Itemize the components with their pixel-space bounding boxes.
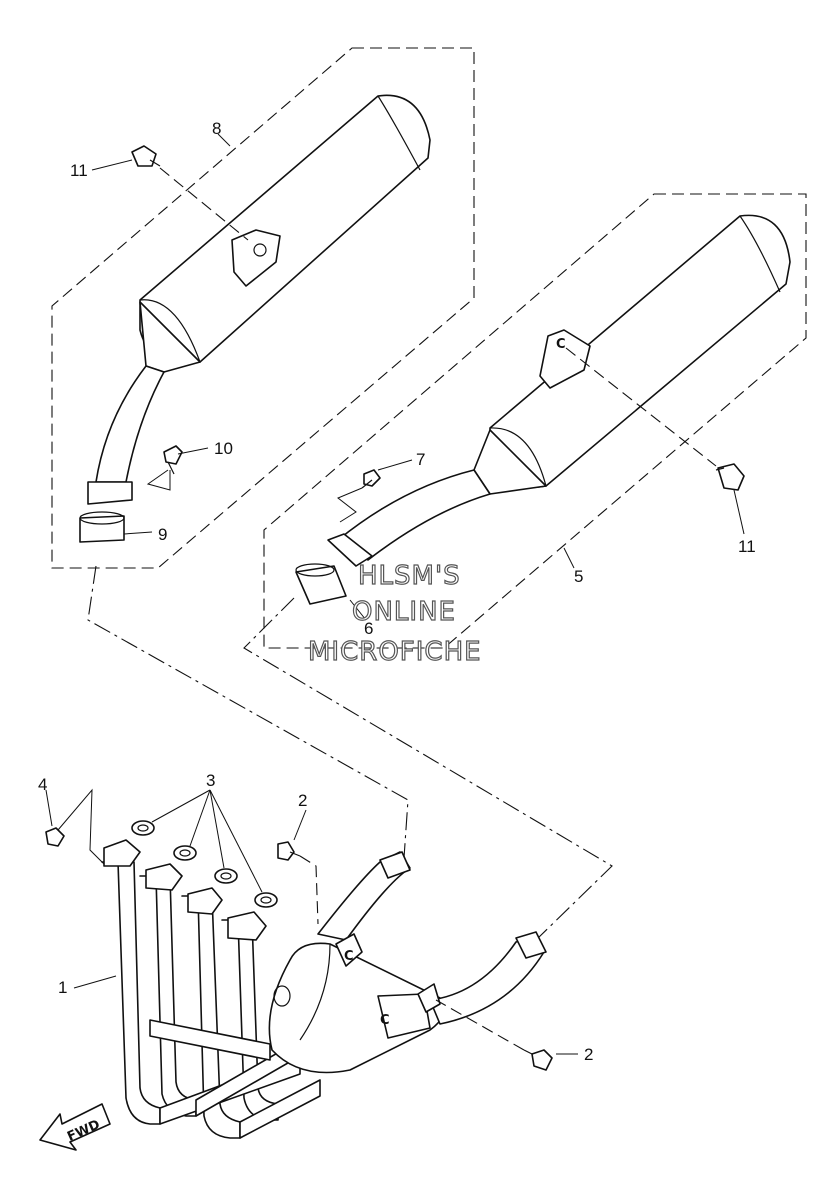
callout-1: 1 <box>58 978 67 997</box>
right-muffler-dashed-outline <box>263 193 807 649</box>
right-pipe-centerline <box>243 597 613 941</box>
left-muffler-gasket[interactable] <box>79 511 125 543</box>
callout-11-right: 11 <box>738 537 756 556</box>
nut-4[interactable] <box>45 827 65 847</box>
gaskets-3[interactable] <box>131 820 278 908</box>
watermark-line-1: HLSM'S <box>358 561 461 591</box>
right-muffler-bracket-mark: C <box>556 337 566 352</box>
callout-11-left: 11 <box>70 161 88 180</box>
callout-2-upper: 2 <box>298 791 307 810</box>
callout-9: 9 <box>158 525 167 544</box>
callout-6: 6 <box>364 619 373 638</box>
header-flange-mark: C <box>344 949 354 964</box>
right-muffler-assembly: C <box>263 193 807 649</box>
fwd-arrow-icon: FWD <box>39 1103 111 1151</box>
right-muffler-gasket[interactable] <box>295 563 347 605</box>
left-muffler[interactable] <box>87 94 431 505</box>
watermark-line-2: ONLINE <box>352 597 456 627</box>
header-pipe-mark: C <box>380 1013 390 1028</box>
leader-lines <box>45 133 745 1055</box>
bolt-10[interactable] <box>163 445 183 475</box>
bolt-11-left[interactable] <box>131 145 161 167</box>
left-pipe-centerline <box>87 565 409 859</box>
callout-4: 4 <box>38 775 47 794</box>
callout-10: 10 <box>214 439 233 458</box>
bolt-2-upper[interactable] <box>277 841 301 861</box>
callout-3: 3 <box>206 771 215 790</box>
exhaust-header[interactable]: C C <box>101 839 547 1139</box>
bolt-2-lower[interactable] <box>523 1049 553 1071</box>
bolt-7[interactable] <box>361 469 381 489</box>
callout-5: 5 <box>574 567 583 586</box>
callout-2-lower: 2 <box>584 1045 593 1064</box>
bolt-11-right[interactable] <box>715 463 745 491</box>
watermark: HLSM'S ONLINE MICROFICHE <box>307 560 482 667</box>
right-muffler[interactable]: C <box>327 214 791 567</box>
left-muffler-dashed-outline <box>51 47 475 569</box>
callout-7: 7 <box>416 450 425 469</box>
left-muffler-assembly <box>51 47 475 569</box>
watermark-line-3: MICROFICHE <box>308 637 482 667</box>
callout-8: 8 <box>212 119 221 138</box>
